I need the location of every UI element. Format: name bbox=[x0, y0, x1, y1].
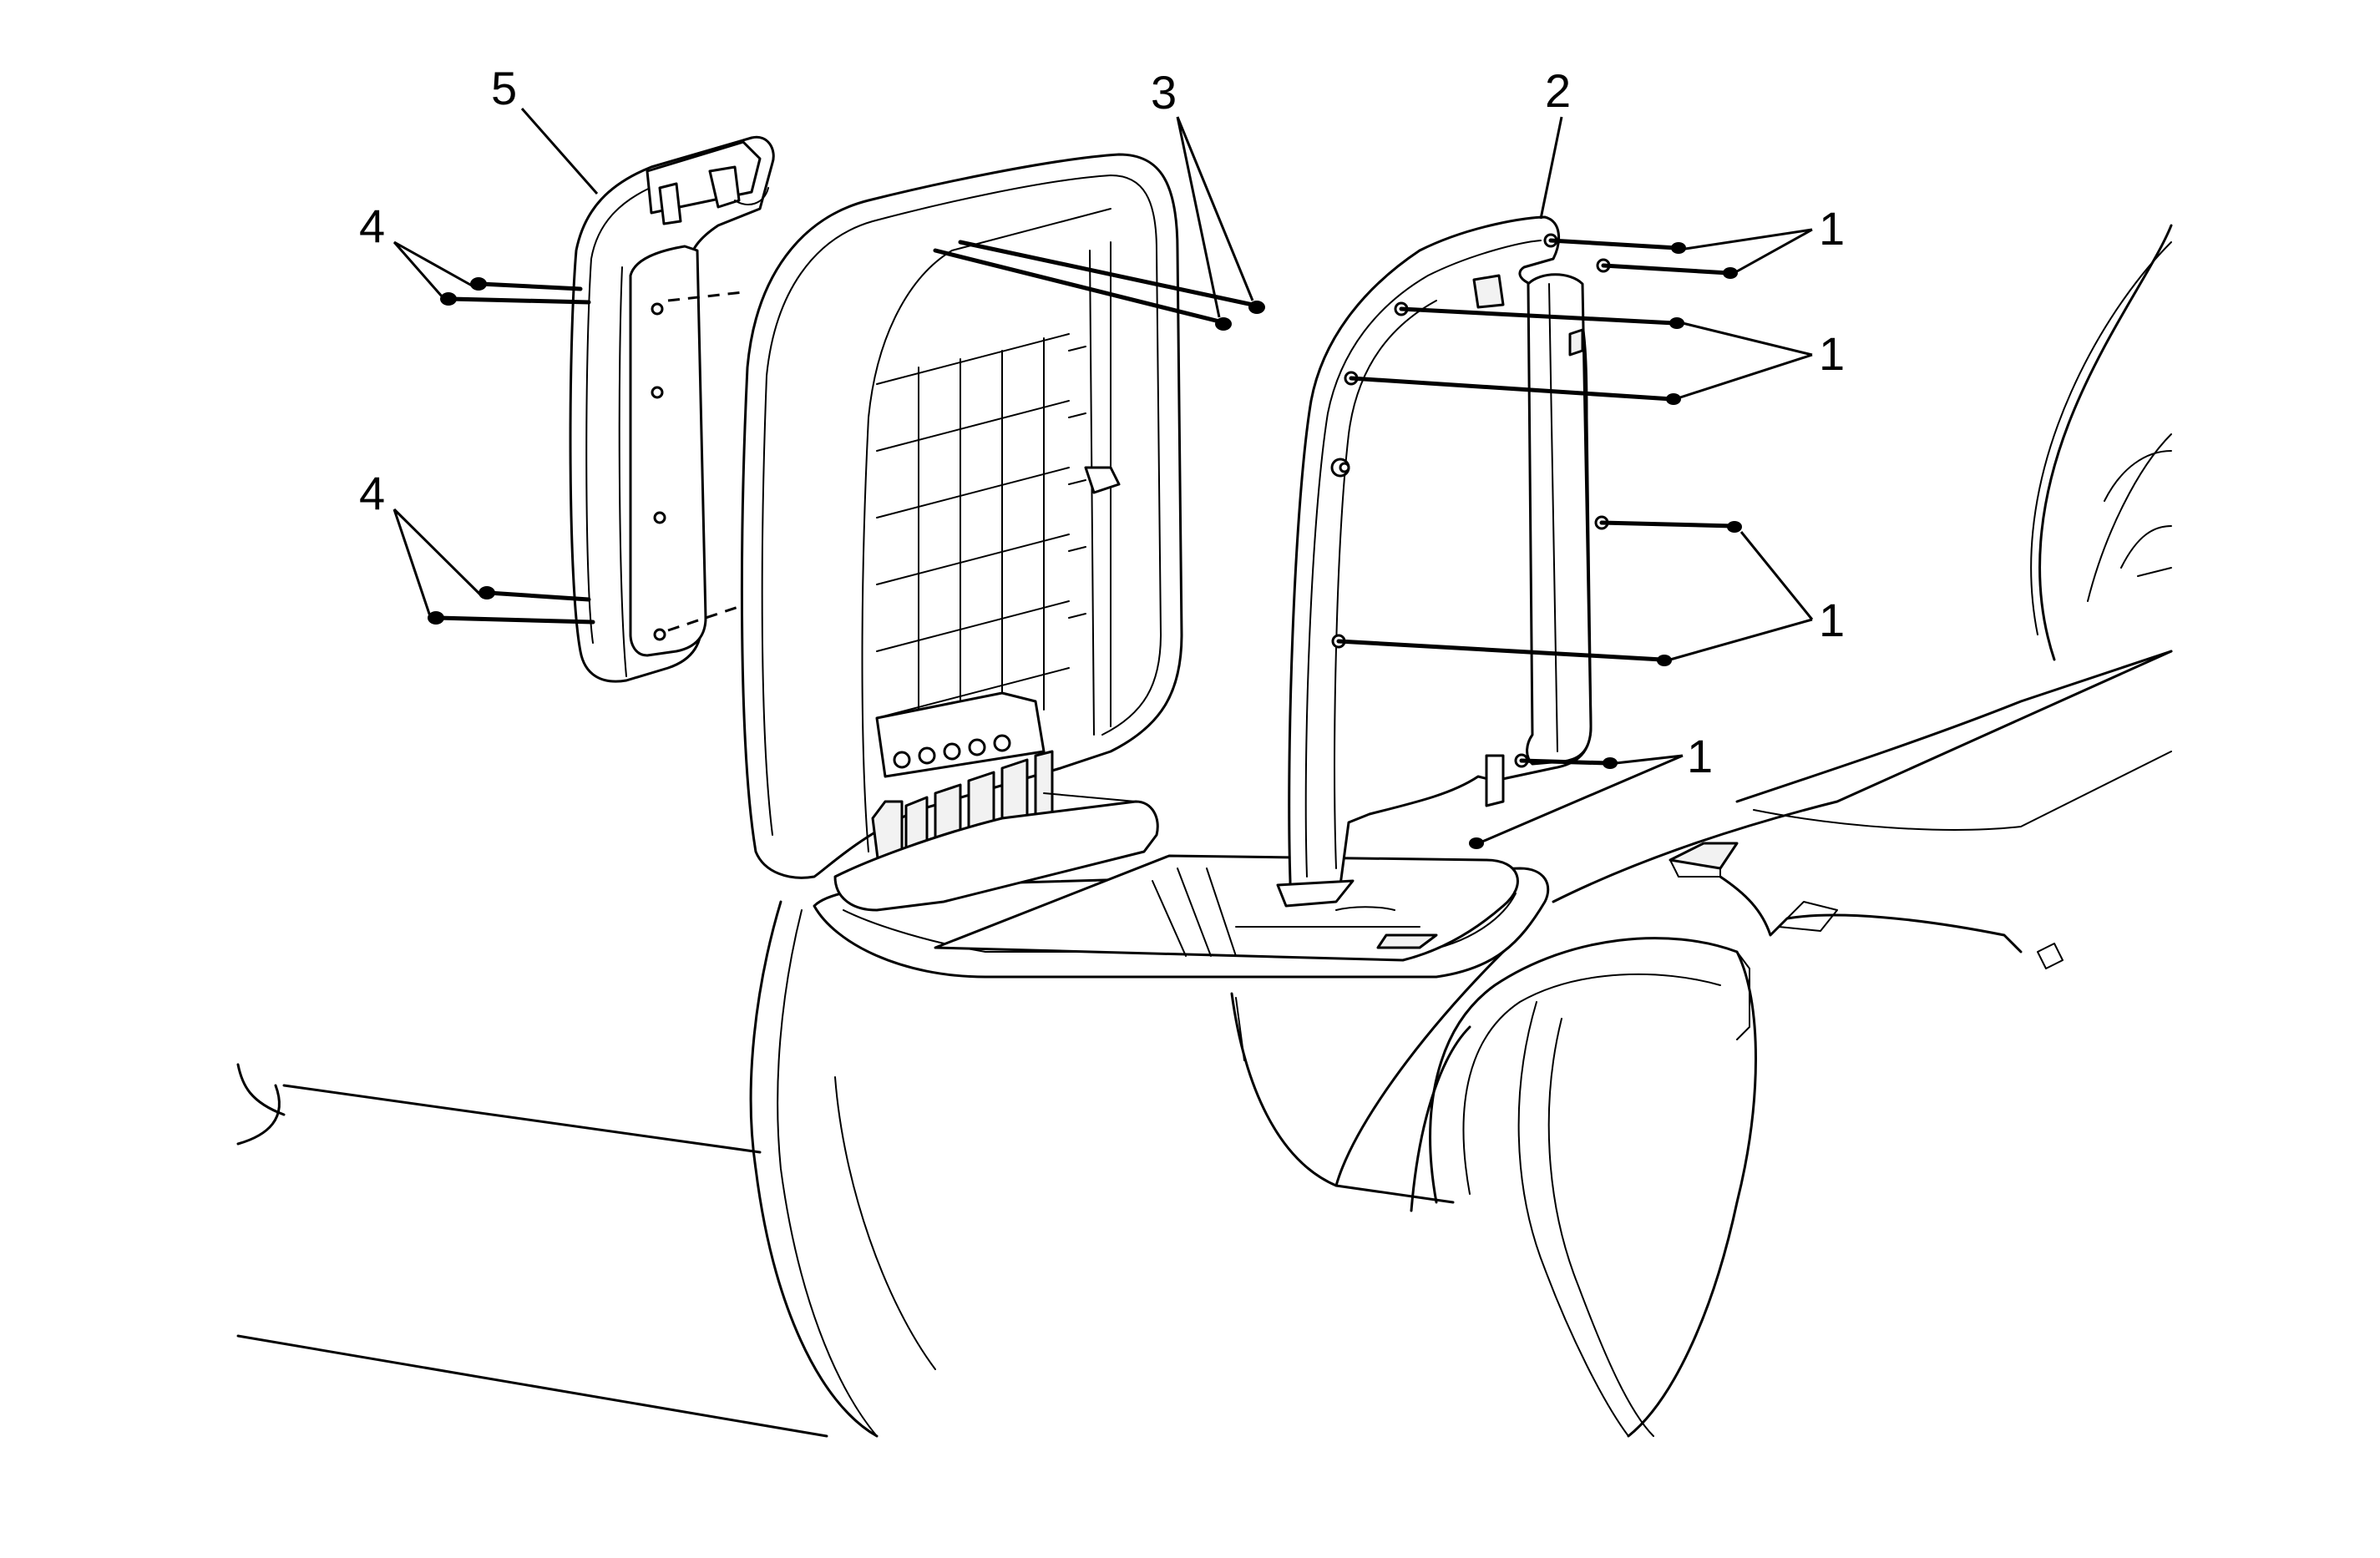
fasteners-part-3 bbox=[933, 240, 1265, 331]
floor-panel bbox=[236, 1063, 828, 1438]
fasteners-part-4 bbox=[428, 277, 595, 625]
callout-1-b: 1 bbox=[1819, 327, 1845, 380]
callout-5: 5 bbox=[491, 62, 517, 114]
callout-labels: 5 4 4 3 2 1 1 1 1 bbox=[359, 62, 1845, 782]
callout-3: 3 bbox=[1151, 66, 1177, 119]
seat-right bbox=[1410, 937, 1757, 1438]
console-body bbox=[749, 854, 1550, 1438]
armrest-pad-part-5 bbox=[569, 135, 775, 683]
armrest-lid bbox=[740, 153, 1183, 912]
callout-1-d: 1 bbox=[1687, 730, 1713, 782]
callout-1-a: 1 bbox=[1819, 202, 1845, 255]
dashboard-right bbox=[1552, 224, 2173, 969]
callout-1-c: 1 bbox=[1819, 594, 1845, 646]
callout-4-lower: 4 bbox=[359, 467, 385, 519]
callout-4-upper: 4 bbox=[359, 200, 385, 252]
armrest-lid-trim-part-2 bbox=[1276, 215, 1611, 908]
callout-leaders bbox=[392, 108, 1814, 843]
callout-2: 2 bbox=[1545, 64, 1571, 117]
fasteners-part-1 bbox=[1336, 238, 1742, 849]
